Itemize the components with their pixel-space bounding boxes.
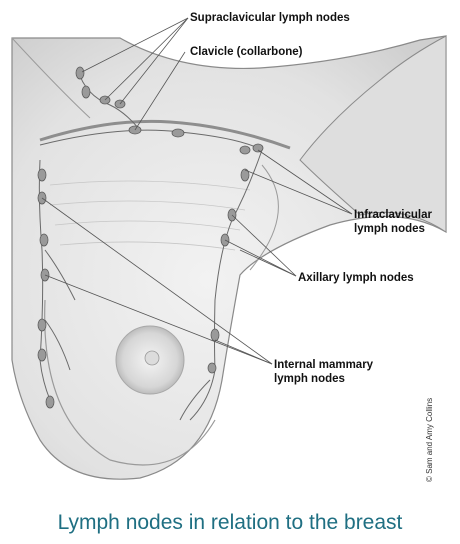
label-internal-mammary-line2: lymph nodes — [274, 373, 345, 385]
neck-line — [11, 37, 91, 119]
label-axillary-lymph-nodes: Axillary lymph nodes — [298, 272, 414, 284]
armpit-crease — [249, 164, 279, 271]
label-infraclavicular-line1: Infraclavicular — [354, 209, 432, 221]
breast-contour — [44, 299, 216, 466]
leader-lines — [41, 17, 353, 365]
nipple — [144, 350, 160, 366]
label-internal-mammary-line1: Internal mammary — [274, 359, 374, 371]
label-infraclavicular-line2: lymph nodes — [354, 223, 425, 235]
label-supraclavicular-lymph-nodes: Supraclavicular lymph nodes — [190, 12, 350, 24]
label-internal-mammary-lymph-nodes: Internal mammary lymph nodes — [274, 358, 373, 386]
figure-caption: Lymph nodes in relation to the breast — [57, 511, 403, 534]
image-credit: © Sam and Amy Collins — [425, 397, 434, 482]
arm — [299, 35, 447, 233]
clavicle — [39, 119, 291, 150]
label-clavicle: Clavicle (collarbone) — [190, 46, 303, 58]
label-infraclavicular-lymph-nodes: Infraclavicular lymph nodes — [354, 208, 432, 236]
chest-striations — [49, 180, 251, 251]
